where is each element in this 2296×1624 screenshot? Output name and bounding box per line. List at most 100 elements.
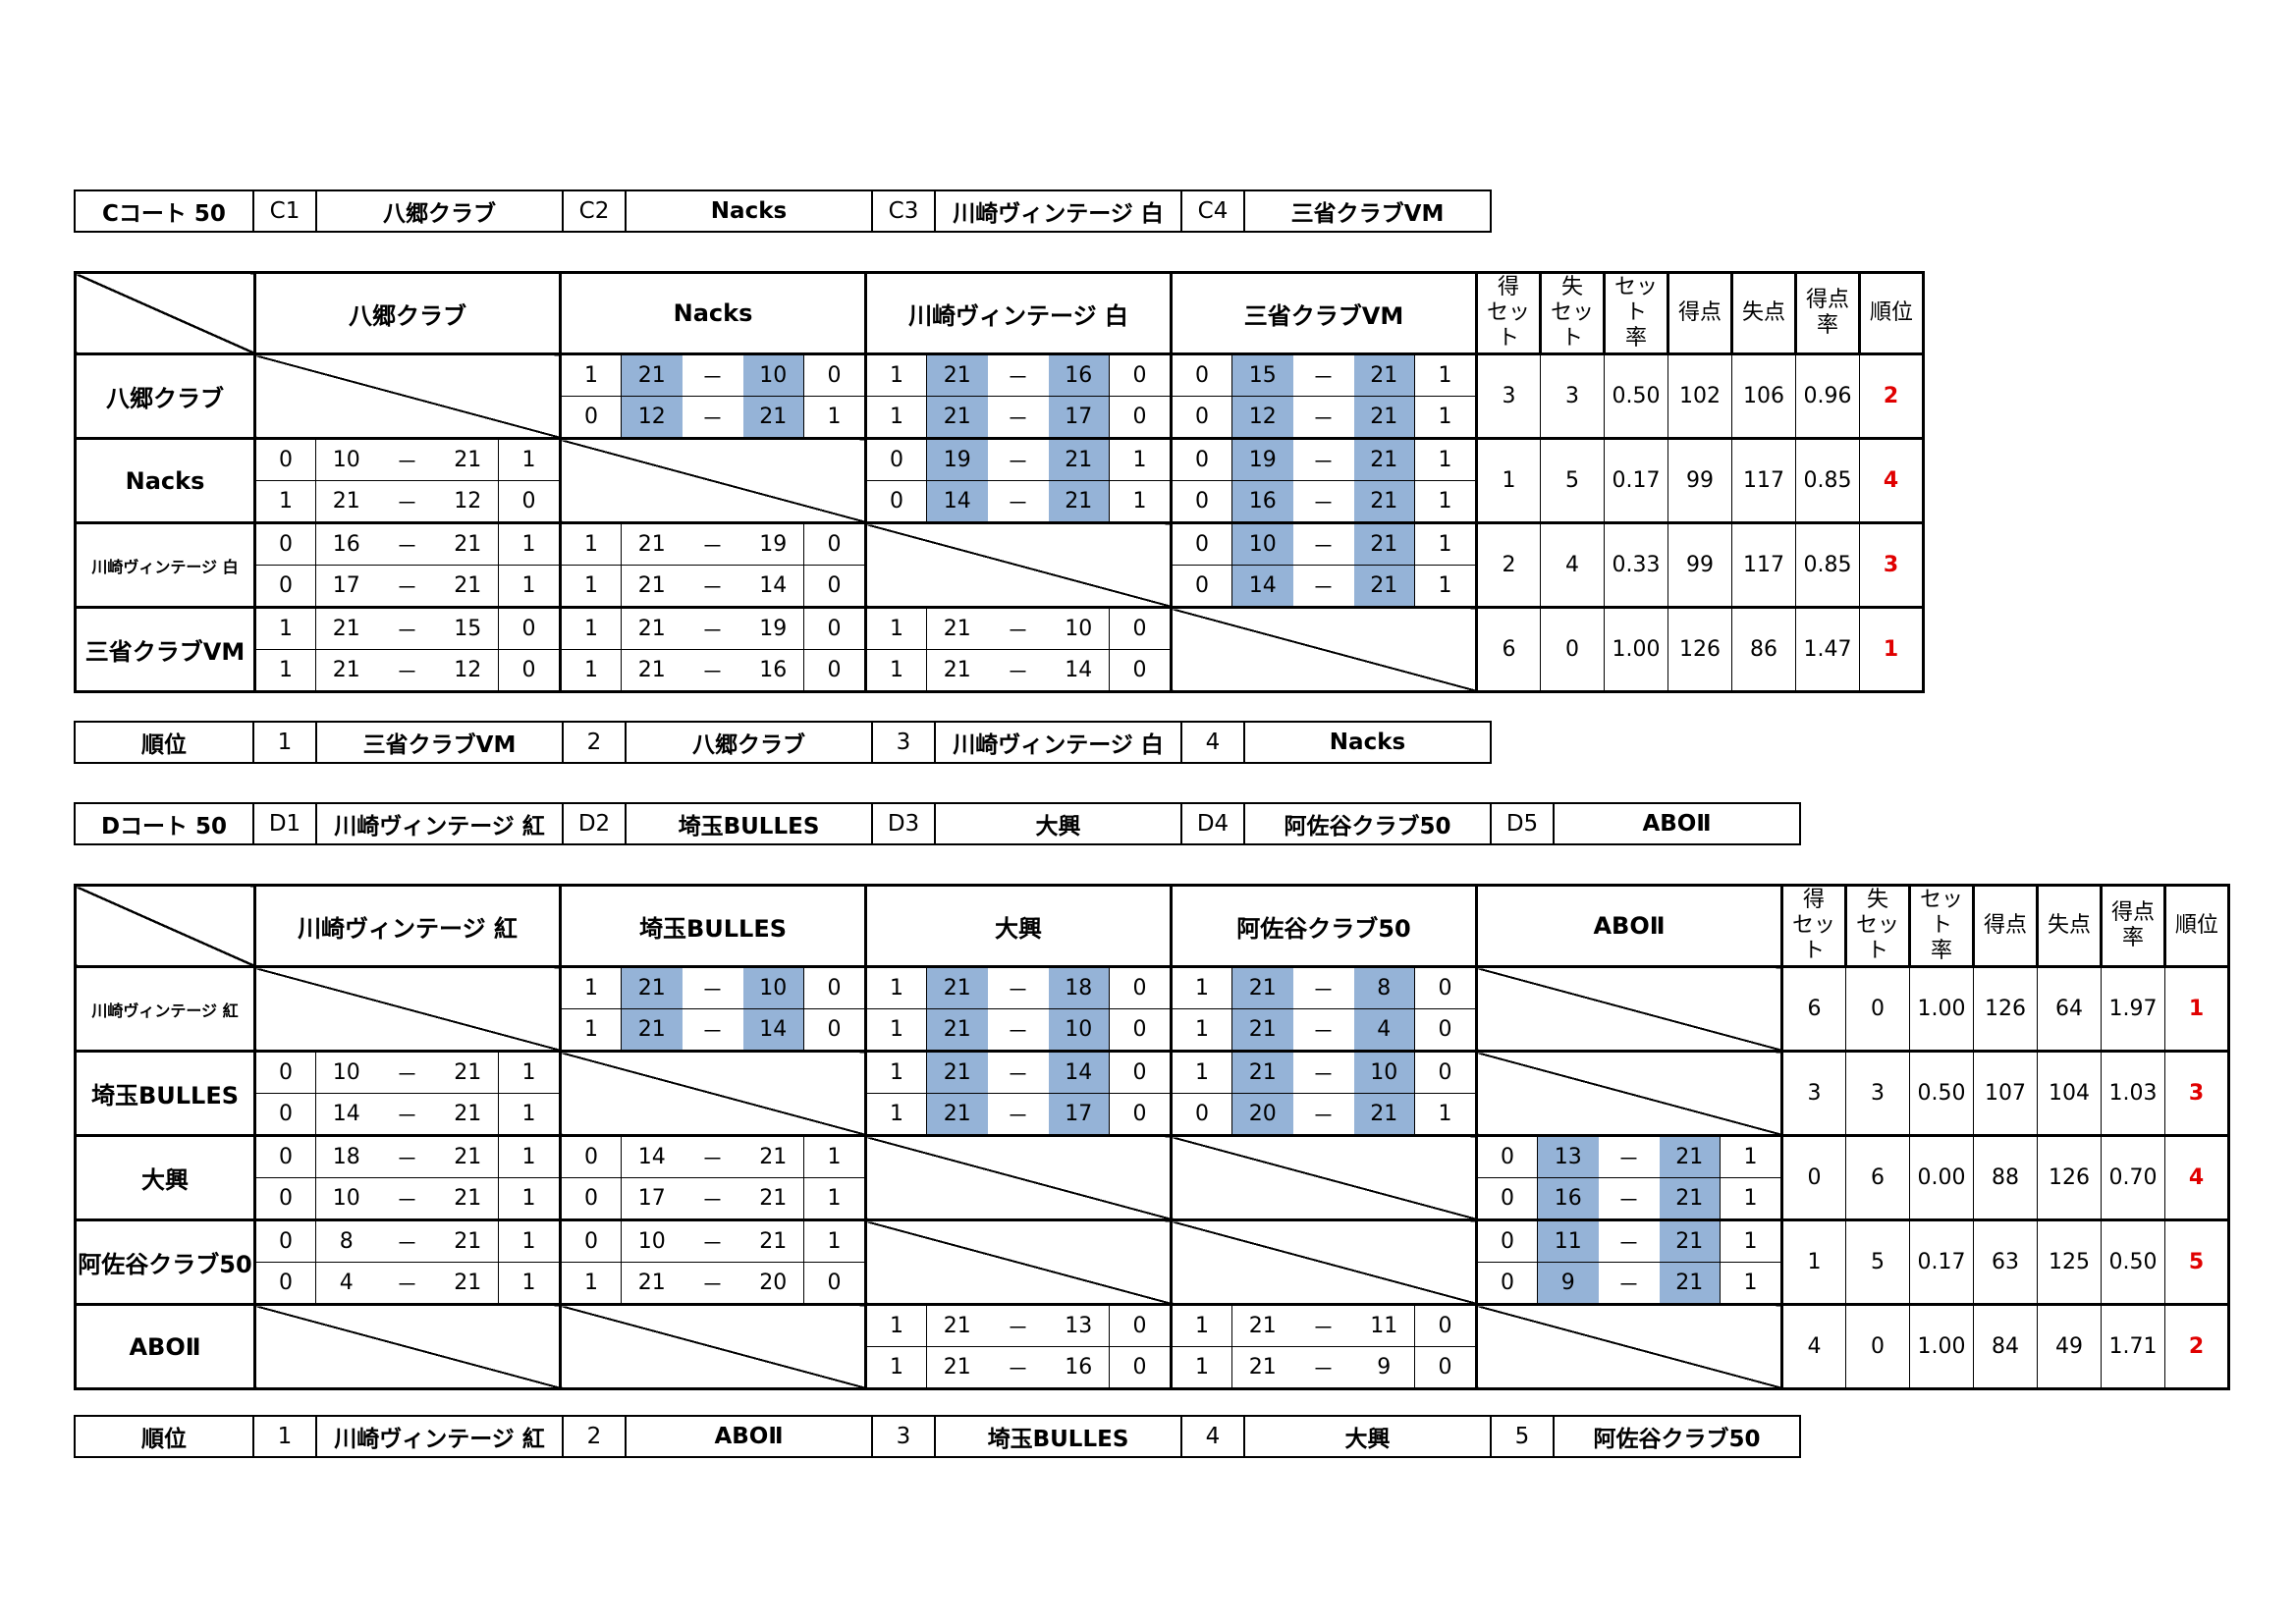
score-dash: － [1292,1303,1354,1347]
stat-value: 49 [2037,1303,2102,1390]
stat-value: 1.00 [1909,1303,1974,1390]
score-dash: － [682,1262,743,1306]
score-for: 21 [621,1262,683,1306]
score-dash: － [987,1303,1049,1347]
slot-code: D1 [252,802,317,845]
score-against: 21 [1353,565,1415,609]
score-against: 16 [1048,1346,1110,1390]
score-against: 12 [437,649,499,693]
stat-value: 117 [1731,437,1796,524]
score-dash: － [376,649,438,693]
set-lost-flag: 1 [498,1134,562,1178]
score-for: 19 [926,437,988,481]
set-lost-flag: 1 [1109,437,1173,481]
score-dash: － [1292,965,1354,1009]
score-dash: － [987,965,1049,1009]
score-for: 4 [315,1262,377,1306]
slot-code: 3 [871,1415,936,1458]
rank-value: 5 [2164,1218,2230,1306]
set-won-flag: 0 [1170,565,1232,609]
set-lost-flag: 0 [803,565,867,609]
set-won-flag: 0 [1475,1262,1538,1306]
no-match-diagonal [253,352,562,440]
stat-value: 0.00 [1909,1134,1974,1221]
score-dash: － [1292,396,1354,440]
score-dash: － [682,396,743,440]
slot-code: 1 [252,721,317,764]
score-against: 21 [1048,480,1110,524]
score-against: 14 [1048,649,1110,693]
slot-team-name: 川崎ヴィンテージ 白 [934,721,1182,764]
stat-value: 126 [2037,1134,2102,1221]
score-against: 18 [1048,965,1110,1009]
score-for: 17 [621,1177,683,1221]
no-match-diagonal [559,437,867,524]
set-lost-flag: 1 [803,396,867,440]
score-dash: － [376,1093,438,1137]
set-won-flag: 1 [1170,1303,1232,1347]
set-won-flag: 1 [864,649,927,693]
score-dash: － [376,1050,438,1094]
set-won-flag: 1 [864,1008,927,1053]
score-dash: － [987,352,1049,397]
slot-code: D5 [1490,802,1555,845]
set-lost-flag: 1 [498,1050,562,1094]
score-dash: － [987,480,1049,524]
rank-value: 1 [1859,606,1925,693]
score-dash: － [987,606,1049,650]
slot-code: D3 [871,802,936,845]
stat-header: 得点 [1972,884,2039,968]
stat-header: セット 率 [1908,884,1975,968]
stat-header: 失点 [1730,271,1797,355]
score-dash: － [1292,565,1354,609]
no-match-diagonal [864,1218,1173,1306]
rank-value: 3 [1859,521,1925,609]
set-won-flag: 0 [1475,1177,1538,1221]
stat-value: 0 [1540,606,1605,693]
score-against: 21 [437,521,499,566]
stat-value: 3 [1475,352,1541,440]
stat-value: 3 [1845,1050,1910,1137]
score-dash: － [376,480,438,524]
score-for: 14 [621,1134,683,1178]
score-dash: － [987,649,1049,693]
stat-header: 得 セット [1475,271,1542,355]
set-lost-flag: 0 [1414,1008,1478,1053]
score-dash: － [987,1093,1049,1137]
score-for: 14 [926,480,988,524]
set-lost-flag: 0 [803,1262,867,1306]
score-for: 10 [1231,521,1293,566]
column-team-header: 川崎ヴィンテージ 白 [864,271,1173,355]
score-for: 10 [315,1050,377,1094]
score-against: 8 [1353,965,1415,1009]
set-lost-flag: 1 [1720,1262,1783,1306]
set-won-flag: 0 [559,396,622,440]
set-lost-flag: 0 [1109,1050,1173,1094]
rank-value: 2 [2164,1303,2230,1390]
slot-team-name: 埼玉BULLES [934,1415,1182,1458]
stat-value: 0.50 [1909,1050,1974,1137]
score-dash: － [1292,1050,1354,1094]
stat-header: 順位 [2163,884,2230,968]
score-against: 21 [1659,1134,1721,1178]
stat-header: 得 セット [1780,884,1847,968]
no-match-diagonal [1475,1303,1783,1390]
score-dash: － [1292,1008,1354,1053]
column-team-header: 阿佐谷クラブ50 [1170,884,1478,968]
score-for: 17 [315,565,377,609]
score-for: 21 [926,396,988,440]
set-won-flag: 0 [1170,1093,1232,1137]
stat-value: 125 [2037,1218,2102,1306]
set-lost-flag: 0 [498,606,562,650]
slot-code: 3 [871,721,936,764]
set-lost-flag: 0 [1414,1346,1478,1390]
score-for: 21 [1231,965,1293,1009]
score-dash: － [987,437,1049,481]
slot-team-name: Nacks [1243,721,1492,764]
stat-header: 失 セット [1539,271,1606,355]
score-dash: － [1292,437,1354,481]
score-for: 21 [1231,1008,1293,1053]
set-lost-flag: 1 [498,437,562,481]
score-for: 21 [621,521,683,566]
